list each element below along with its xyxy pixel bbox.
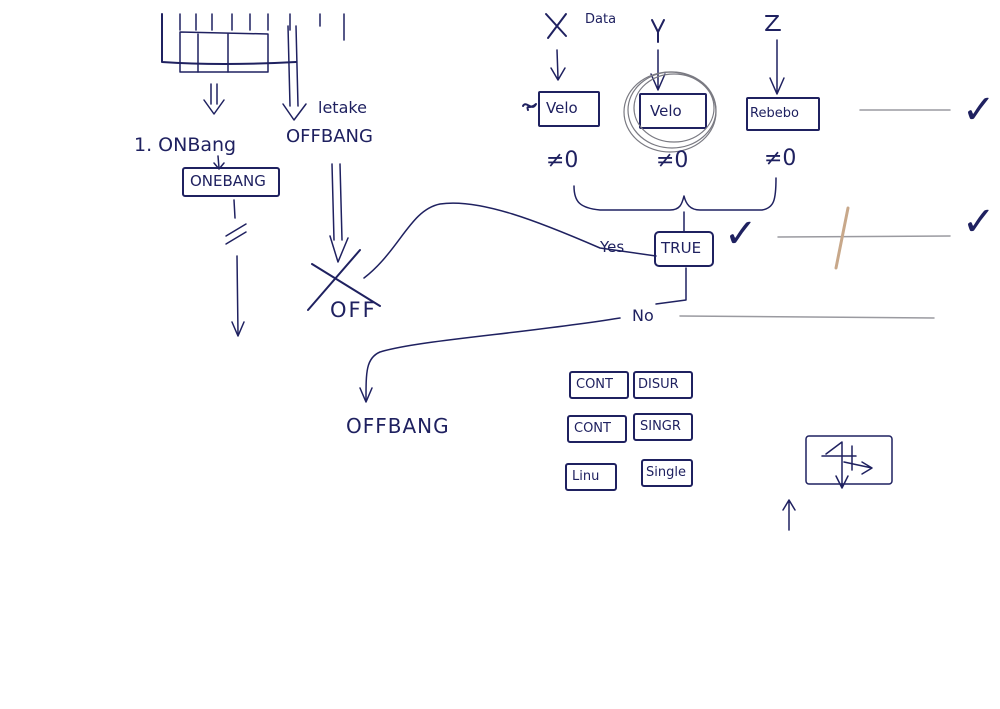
y-mark [651, 19, 665, 43]
velo-box-y-label: Velo [650, 102, 682, 120]
offbang-caption: OFFBANG [286, 126, 373, 147]
true-box-label: TRUE [661, 239, 702, 257]
guide-lines [679, 109, 951, 319]
x-mark [545, 13, 567, 39]
mode-button-cont-2[interactable]: CONT [574, 421, 611, 436]
z-mark [765, 15, 781, 31]
velo-box-y-outline [639, 93, 707, 129]
circle-scribble [623, 71, 717, 153]
no-label: No [632, 306, 654, 325]
mode-button-disur[interactable]: DISUR [638, 377, 679, 392]
true-to-no-line [655, 267, 687, 305]
checkmark-middle-right: ✓ [962, 199, 996, 245]
move-widget [805, 435, 893, 489]
arrow-to-offbang [282, 25, 307, 121]
yes-curve-to-off [363, 202, 657, 279]
mode-button-cont-1[interactable]: CONT [576, 377, 613, 392]
offbang-bottom-label: OFFBANG [346, 414, 450, 438]
register-array [161, 13, 345, 73]
condition-y: ≠0 [656, 148, 689, 173]
mode-button-single[interactable]: Single [646, 465, 686, 480]
arrow-to-onbang [203, 83, 225, 115]
onebang-box-outline [182, 167, 280, 197]
mode-button-linu[interactable]: Linu [572, 469, 600, 484]
off-label: OFF [330, 298, 377, 322]
off-cross-mark [307, 249, 381, 311]
no-arrowhead [359, 387, 373, 403]
offbang-down-arrow [329, 163, 349, 263]
pencil-mark [834, 206, 850, 270]
onebang-down-arrow [225, 199, 247, 337]
data-label: Data [585, 12, 617, 27]
small-up-arrow [782, 499, 796, 531]
mode-button-singr[interactable]: SINGR [640, 419, 681, 434]
velo-box-x-label: Velo [546, 99, 578, 117]
velo-box-z-outline [746, 97, 820, 131]
checkmark-true: ✓ [724, 211, 758, 257]
scribble-left [522, 103, 537, 111]
onebang-box-label: ONEBANG [190, 172, 266, 190]
onbang-caption: 1. ONBang [134, 134, 237, 156]
velo-box-x-outline [538, 91, 600, 127]
mode-button-outlines [565, 371, 693, 491]
condition-x: ≠0 [546, 148, 579, 173]
no-curve-to-offbang [365, 317, 621, 401]
checkmark-top-right: ✓ [962, 87, 996, 133]
condition-z: ≠0 [764, 146, 797, 171]
letake-caption: letake [318, 98, 367, 117]
condition-brace [573, 177, 777, 211]
axis-down-arrows [550, 39, 785, 95]
velo-box-z-label: Rebebo [750, 106, 799, 121]
yes-label: Yes [600, 238, 625, 256]
true-box-outline [654, 231, 714, 267]
